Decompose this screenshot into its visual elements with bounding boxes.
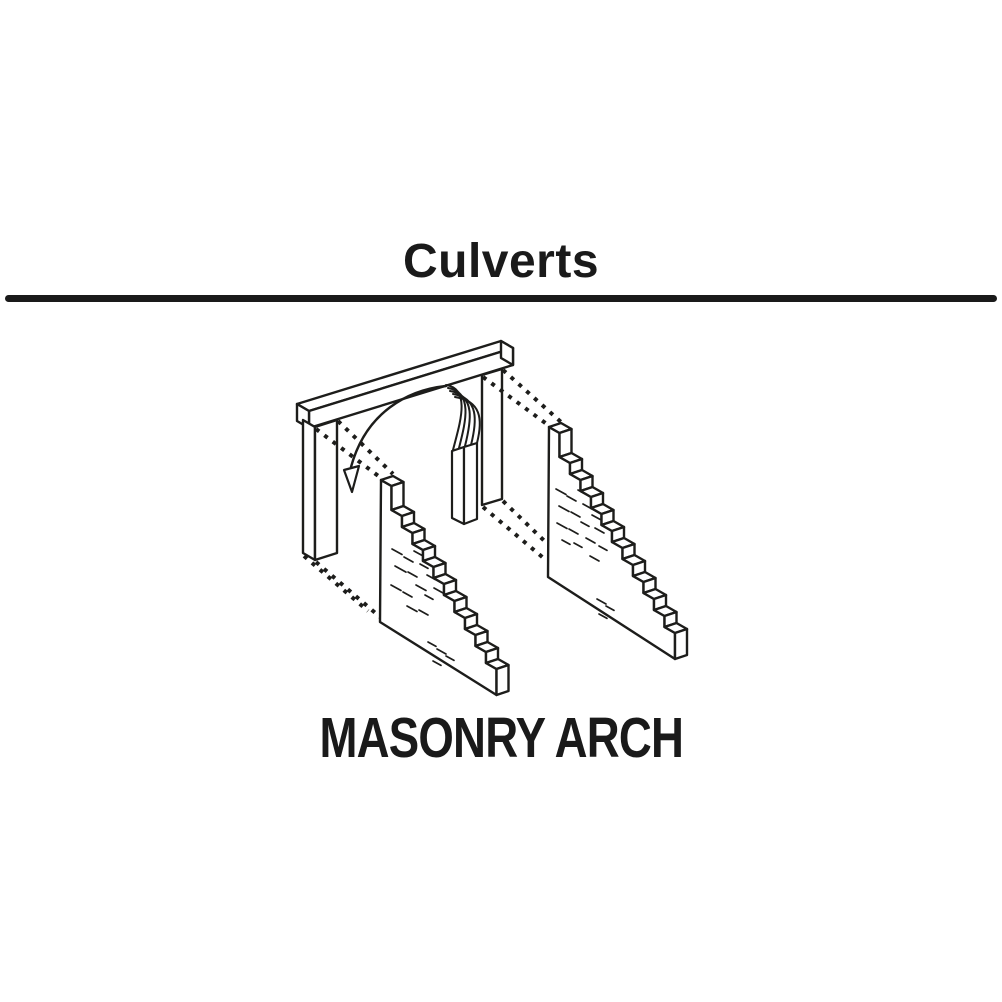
stone-hatch-mark xyxy=(406,605,418,613)
stone-hatch-mark xyxy=(570,511,581,518)
figure-caption-text: MASONRY ARCH xyxy=(319,706,683,770)
stone-hatch-mark xyxy=(589,555,600,562)
stone-hatch-mark xyxy=(568,528,579,535)
wing-wall-left xyxy=(378,474,510,697)
stone-hatch-mark xyxy=(580,521,590,528)
wing-wall-left-stone-texture xyxy=(390,548,455,667)
stone-hatch-mark xyxy=(415,584,427,592)
stone-hatch-mark xyxy=(573,542,583,549)
stone-hatch-mark xyxy=(594,527,605,534)
stone-hatch-mark xyxy=(598,545,608,552)
stone-hatch-mark xyxy=(402,591,413,598)
stone-hatch-mark xyxy=(445,655,455,662)
stone-hatch-mark xyxy=(407,571,418,578)
arch-ring-layers xyxy=(445,384,481,451)
stone-hatch-mark xyxy=(419,563,429,570)
arch-ring-end-block xyxy=(450,441,479,526)
stone-hatch-mark xyxy=(432,660,442,667)
page-title: Culverts xyxy=(402,235,600,288)
right-pilaster-front-face xyxy=(480,367,504,507)
stone-hatch-mark xyxy=(413,550,423,557)
culvert-portal xyxy=(295,339,515,562)
arch-arrowhead-icon xyxy=(342,464,361,494)
wing-wall-right xyxy=(546,421,689,661)
stone-hatch-mark xyxy=(591,514,601,521)
stone-hatch-mark xyxy=(418,609,429,616)
stone-hatch-mark xyxy=(436,648,447,655)
left-pilaster-side-face xyxy=(301,418,317,562)
wall-facet xyxy=(495,663,510,697)
stone-hatch-mark xyxy=(598,613,608,620)
wall-facet xyxy=(673,627,689,661)
stone-hatch-mark xyxy=(585,537,596,544)
title-divider-rule xyxy=(5,295,997,302)
stone-hatch-mark xyxy=(403,556,414,563)
stone-hatch-mark xyxy=(566,495,577,502)
stone-hatch-mark xyxy=(596,598,607,605)
stone-hatch-mark xyxy=(394,565,407,573)
cap-stone-right-end xyxy=(499,339,515,367)
stone-hatch-mark xyxy=(424,594,434,601)
stone-hatch-mark xyxy=(582,503,593,510)
stone-hatch-mark xyxy=(558,505,570,513)
figure-caption: MASONRY ARCH xyxy=(0,705,1002,771)
stone-hatch-mark xyxy=(577,489,587,496)
stone-hatch-mark xyxy=(556,522,568,530)
stone-hatch-mark xyxy=(561,539,571,546)
stone-hatch-mark xyxy=(391,548,403,556)
left-pilaster-front-face xyxy=(313,418,339,562)
stone-hatch-mark xyxy=(605,605,615,612)
arch-curve-arrow xyxy=(349,384,448,469)
wing-wall-right-stone-texture xyxy=(555,488,615,620)
stone-hatch-mark xyxy=(427,641,437,648)
stone-hatch-mark xyxy=(555,488,567,496)
stone-hatch-mark xyxy=(433,587,444,594)
stone-hatch-mark xyxy=(390,584,402,592)
stone-hatch-mark xyxy=(426,574,436,581)
arch-assembly xyxy=(342,384,481,526)
